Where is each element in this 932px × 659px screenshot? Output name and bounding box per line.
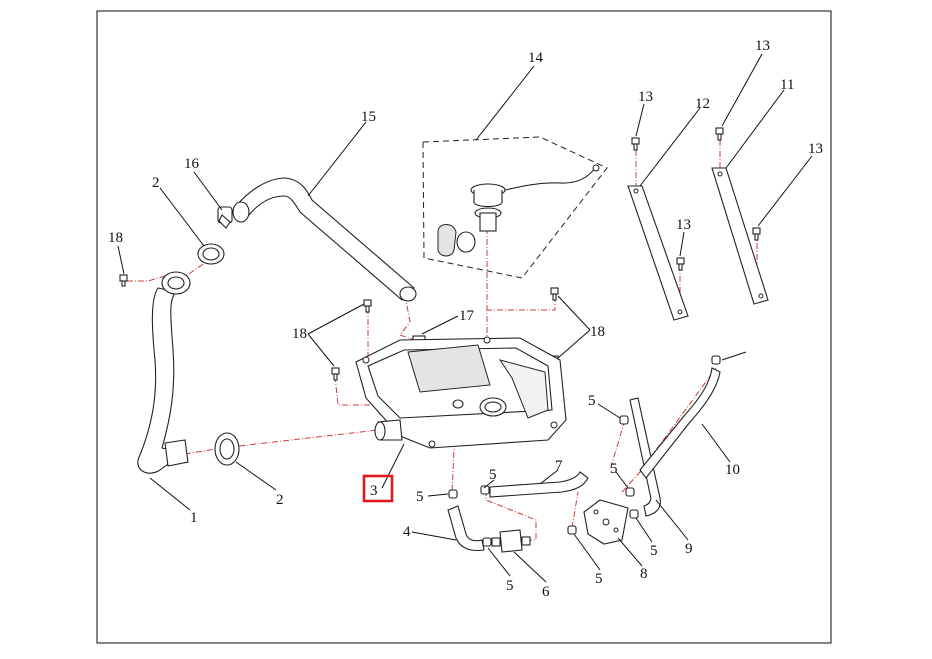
- fuel-pump-assembly-part-14: [422, 136, 608, 279]
- callout-5-c: 5: [506, 578, 514, 594]
- breather-hose-part-15: [232, 177, 417, 302]
- fuel-filter-part-6: [491, 529, 531, 553]
- callout-8: 8: [640, 566, 648, 582]
- callout-13-a: 13: [638, 89, 653, 105]
- fuel-pump-part-8: [583, 499, 629, 545]
- fuel-hose-part-7: [489, 471, 589, 498]
- bolt-18-d: [550, 287, 559, 301]
- callout-13-b: 13: [755, 38, 770, 54]
- clamps-5: [448, 355, 721, 547]
- callout-5-b: 5: [489, 467, 497, 483]
- diagram-border: [96, 10, 832, 644]
- callout-12: 12: [695, 96, 710, 112]
- callout-10: 10: [725, 462, 740, 478]
- callout-7: 7: [555, 458, 563, 474]
- callout-2-upper: 2: [152, 175, 160, 191]
- callout-18-c: 18: [590, 324, 605, 340]
- hose-clamp-part-2-upper: [197, 243, 225, 265]
- highlight-box-callout-3: [362, 474, 394, 503]
- hose-clamp-part-16: [217, 206, 233, 229]
- callout-3: 3: [370, 483, 378, 499]
- hose-clamp-part-2-lower: [214, 432, 240, 466]
- callout-18-b: 18: [292, 326, 307, 342]
- callout-6: 6: [542, 584, 550, 600]
- tank-strap-part-12: [627, 185, 689, 321]
- bolt-13-a: [631, 137, 640, 151]
- callout-5-f: 5: [610, 461, 618, 477]
- callout-16: 16: [184, 156, 200, 172]
- callout-9: 9: [685, 541, 693, 557]
- callout-18-a: 18: [108, 230, 123, 246]
- bolt-13-c: [752, 227, 761, 241]
- callout-5-g: 5: [650, 543, 658, 559]
- bolt-13-d: [676, 257, 685, 271]
- vent-hose-part-9: [629, 397, 661, 517]
- callout-5-a: 5: [416, 489, 424, 505]
- filler-hose-part-1: [137, 271, 191, 474]
- callout-14: 14: [528, 50, 544, 66]
- leader-lines: [117, 53, 813, 583]
- callout-2-lower: 2: [276, 492, 284, 508]
- callout-11: 11: [780, 77, 794, 93]
- callout-13-d: 13: [676, 217, 691, 233]
- bolt-18-c: [331, 367, 340, 381]
- fuel-tank-part-3: [355, 336, 567, 449]
- fuel-line-part-4: [447, 505, 485, 552]
- callout-1: 1: [190, 510, 198, 526]
- callout-5-d: 5: [595, 571, 603, 587]
- callout-5-e: 5: [588, 393, 596, 409]
- callout-15: 15: [361, 109, 376, 125]
- callout-labels: 1 2 2 3 4 5 5 5 5 5 5 5 6 7 8 9 10 11 12…: [108, 38, 823, 600]
- bolt-18-a: [119, 274, 128, 287]
- bolt-13-b: [715, 127, 724, 141]
- callout-13-c: 13: [808, 141, 823, 157]
- callout-17: 17: [459, 308, 475, 324]
- bolt-18-b: [363, 299, 372, 313]
- vent-hose-part-10: [639, 367, 721, 479]
- callout-4: 4: [403, 524, 411, 540]
- tank-strap-part-11: [711, 167, 769, 305]
